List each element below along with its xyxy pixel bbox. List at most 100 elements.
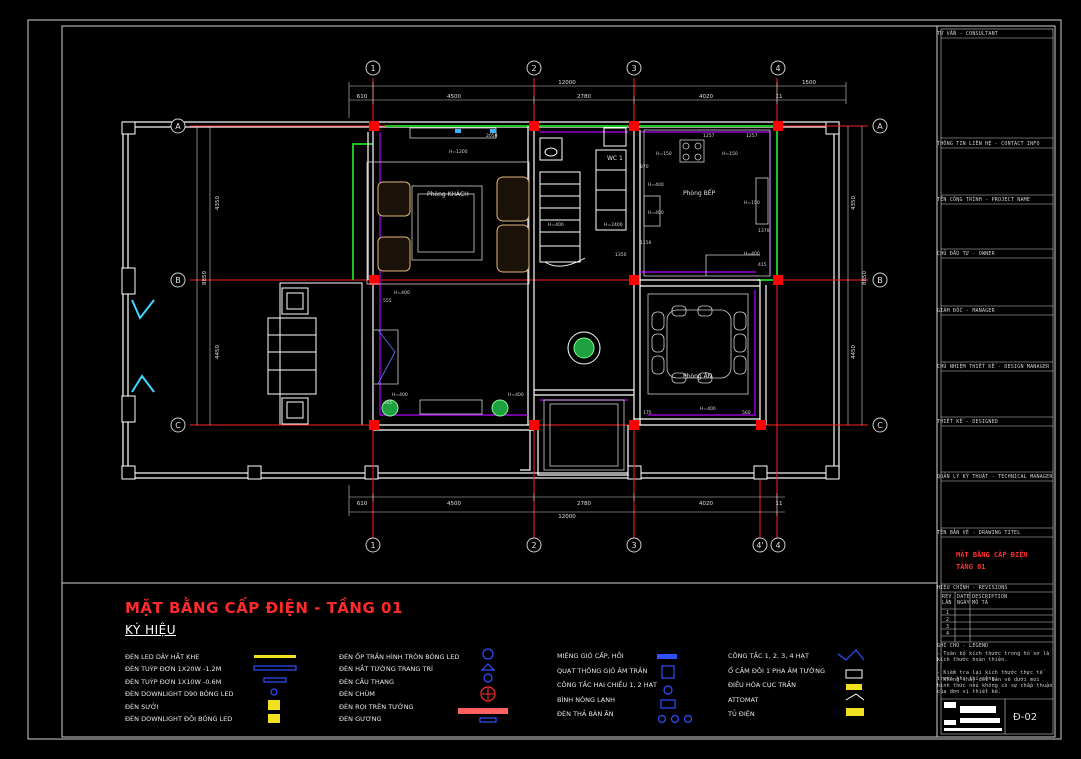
outer-piers — [121, 121, 840, 480]
legend-item: CÔNG TẮC 1, 2, 3, 4 HẠT — [728, 652, 809, 660]
room-labels: Phòng KHÁCH Phòng BẾP Phòng ĂN WC 1 — [427, 155, 716, 380]
symbol-wall-wash — [480, 663, 496, 671]
legend-col-4: CÔNG TẮC 1, 2, 3, 4 HẠT Ổ CẮM ĐÔI 1 PHA … — [728, 649, 825, 722]
living-room-furniture — [366, 127, 530, 285]
dim-top-extra: 1500 — [802, 80, 816, 86]
legend-item: ĐÈN ỐP TRẦN HÌNH TRÒN BÓNG LED — [339, 653, 460, 661]
legend-item: Ổ CẮM ĐÔI 1 PHA ÂM TƯỜNG — [728, 666, 826, 675]
symbol-tube-1-2m — [253, 665, 297, 671]
tb-rev-col-1: REV. LẦN — [942, 594, 955, 606]
ann-485: 485 — [384, 400, 393, 406]
tb-owner: CHỦ ĐẦU TƯ - OWNER — [937, 251, 995, 257]
drawing-frame — [61, 25, 938, 738]
tb-design-manager: CHỦ NHIỆM THIẾT KẾ - DESIGN MANAGER — [937, 364, 1050, 370]
walls-green — [352, 125, 778, 281]
symbol-panel — [846, 708, 864, 716]
sheet-number: Đ-02 — [1013, 712, 1038, 723]
tb-note-1: - Toàn bộ kích thước trong hồ sơ là kích… — [937, 651, 1050, 663]
ann-415: 415 — [758, 262, 767, 268]
legend-item: TỦ ĐIỆN — [728, 710, 755, 718]
tb-manager: GIÁM ĐỐC - MANAGER — [937, 308, 995, 314]
ann-1370: 1370 — [758, 228, 770, 234]
legend-item: ĐÈN LED DÂY HẮT KHE — [125, 653, 200, 661]
legend-item: ĐÈN CHÙM — [339, 690, 375, 699]
dim-top-seg-1: 610 — [357, 94, 368, 100]
ann-1257a: 1257 — [703, 133, 715, 139]
grid-label-top-2: 2 — [531, 64, 536, 73]
symbol-ac-unit — [846, 684, 862, 690]
dim-bottom-seg-3: 2780 — [577, 501, 591, 507]
hall-plants — [381, 331, 601, 417]
tb-tech-manager: QUẢN LÝ KỸ THUẬT - TECHNICAL MANAGER — [937, 474, 1053, 480]
symbol-stair-light — [483, 673, 493, 683]
hall-furniture — [374, 329, 625, 471]
grid-label-bottom-2: 2 — [531, 541, 536, 550]
ann-560: 560 — [742, 410, 751, 416]
grid-label-bottom-1: 1 — [370, 541, 375, 550]
grid-label-right-c: C — [877, 421, 883, 430]
ann-1257b: 1257 — [746, 133, 758, 139]
legend-col-1: ĐÈN LED DÂY HẮT KHE ĐÈN TUÝP ĐƠN 1X20W -… — [125, 651, 234, 725]
dim-top-seg-2: 4500 — [447, 94, 461, 100]
legend-item: ĐÈN HẮT TƯỜNG TRANG TRÍ — [339, 665, 433, 674]
tb-rev-row-1: 1 — [946, 610, 950, 616]
tb-drawing-title-1: MẶT BẰNG CẤP ĐIỆN — [956, 551, 1028, 559]
title-block-dividers — [941, 37, 1053, 734]
dim-bottom-seg-4: 4020 — [699, 501, 713, 507]
legend-item: ĐÈN TUÝP ĐƠN 1X20W -1.2M — [125, 665, 222, 674]
legend-item: ĐÈN SƯỞI — [125, 702, 159, 711]
dim-left-overall: 8850 — [202, 271, 208, 285]
ann-h400b: H=400 — [648, 210, 664, 216]
symbol-air-grille — [657, 654, 677, 659]
tb-rev-col-2: DATE NGÀY — [957, 594, 970, 606]
legend-item: ATTOMAT — [728, 695, 759, 704]
grid-label-top-4: 4 — [775, 64, 780, 73]
dim-top-seg-5: 11 — [776, 94, 783, 100]
tb-revisions-label: HIỆU CHỈNH - REVISIONS — [937, 585, 1008, 591]
symbol-breaker — [845, 693, 865, 701]
legend-item: ĐÈN THẢ BÀN ĂN — [557, 710, 614, 718]
ann-1350: 1350 — [615, 252, 627, 258]
symbol-two-way-switch — [663, 685, 673, 695]
legend-symbols — [253, 648, 865, 724]
ann-2050: 2050 — [486, 133, 498, 139]
tb-rev-row-2: 2 — [946, 617, 950, 623]
dim-left-seg-1: 4350 — [215, 196, 221, 210]
ann-h150c: H=150 — [744, 200, 760, 206]
ann-870: 870 — [640, 164, 649, 170]
ann-h400c: H=400 — [744, 251, 760, 257]
symbol-switch-multi — [837, 649, 865, 661]
dining-furniture — [647, 293, 749, 395]
tb-designed: THIẾT KẾ - DESIGNED — [937, 419, 998, 425]
ann-h150a: H=150 — [656, 151, 672, 157]
grid-label-bottom-4: 4 — [775, 541, 780, 550]
symbol-mirror-light — [479, 717, 497, 723]
symbol-downlight — [270, 688, 278, 696]
sheet-outer-frame — [27, 19, 1062, 740]
staircase — [539, 127, 627, 267]
room-label-kitchen: Phòng BẾP — [683, 189, 716, 197]
ann-h1200: H=1200 — [449, 149, 468, 155]
ann-h400e: H=400 — [394, 290, 410, 296]
title-block-inner — [940, 28, 1054, 735]
ann-175: 175 — [643, 410, 652, 416]
legend-item: ĐÈN TUÝP ĐƠN 1X10W -0.6M — [125, 677, 222, 686]
symbol-wall-spot — [458, 708, 508, 714]
grid-label-left-b: B — [175, 276, 181, 285]
ann-h400f: H=400 — [392, 392, 408, 398]
tb-rev-row-3: 3 — [946, 624, 950, 630]
tb-drawing-title-label: TÊN BẢN VẼ - DRAWING TITEL — [937, 530, 1021, 536]
grid-label-bottom-4prime: 4' — [756, 541, 763, 550]
room-label-living: Phòng KHÁCH — [427, 191, 469, 198]
legend-item: CÔNG TẮC HAI CHIỀU 1, 2 HẠT — [557, 681, 658, 689]
legend-subtitle: KÝ HIỆU — [125, 623, 177, 637]
room-label-wc: WC 1 — [607, 155, 623, 162]
tb-legend-label: GHI CHÚ - LEGEND — [937, 643, 989, 649]
grid-bubbles — [170, 60, 888, 553]
symbol-exhaust-fan — [661, 665, 675, 679]
legend-col-3: MIỆNG GIÓ CẤP, HỒI QUẠT THÔNG GIÓ ÂM TRẦ… — [557, 649, 657, 722]
kitchen-furniture — [643, 129, 771, 277]
legend-item: ĐÈN DOWNLIGHT D90 BÓNG LED — [125, 690, 234, 699]
walls-white — [367, 126, 767, 476]
